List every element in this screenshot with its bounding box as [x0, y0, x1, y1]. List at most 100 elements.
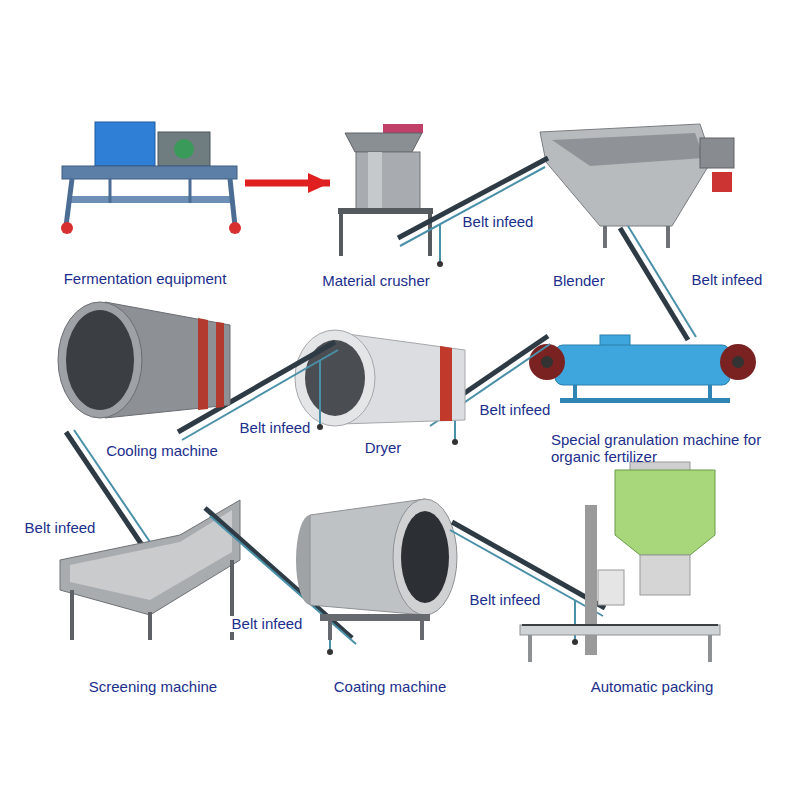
cooler-drum [66, 310, 134, 410]
turner-machine [229, 222, 241, 234]
belt-label: Belt infeed [468, 592, 543, 609]
packing-machine [708, 635, 712, 662]
granulator-machine [555, 345, 730, 385]
process-arrow [245, 180, 330, 187]
machine-caption: Dryer [365, 440, 402, 457]
belt-conveyor [437, 261, 443, 267]
turner-machine [109, 179, 112, 203]
granulator-machine [732, 356, 744, 368]
belt-conveyor [450, 530, 603, 616]
belt-label: Belt infeed [238, 420, 313, 437]
belt-conveyor [439, 224, 441, 262]
packing-machine [640, 555, 690, 595]
turner-machine [158, 132, 210, 166]
belt-conveyor [400, 167, 545, 246]
machine-caption: Material crusher [322, 273, 430, 290]
packing-machine [522, 624, 718, 626]
cooler-drum [198, 318, 208, 410]
turner-machine [230, 179, 235, 226]
belt-conveyor [428, 336, 550, 445]
turner-machine [66, 179, 72, 226]
coating-drum [393, 499, 457, 615]
granulator-machine [529, 335, 756, 403]
belt-conveyor [430, 344, 550, 426]
coating-drum [420, 621, 424, 640]
belt-conveyor [620, 226, 696, 340]
crusher-machine [368, 152, 382, 210]
screen-machine [60, 500, 240, 640]
machine-node: Dryer [288, 320, 473, 460]
cooler-drum [58, 302, 142, 418]
granulator-machine [529, 344, 565, 380]
machine-caption: Coating machine [334, 679, 447, 696]
granulator-machine [708, 385, 712, 399]
belt-conveyor [74, 430, 150, 542]
turner-machine [95, 122, 155, 166]
machine-node: Automatic packing [515, 465, 740, 696]
turner-machine [61, 122, 241, 234]
turner-machine [61, 222, 73, 234]
screen-machine [70, 590, 74, 640]
blender-machine [666, 226, 670, 248]
screen-machine [70, 510, 232, 600]
turner-machine [174, 139, 194, 159]
blender-machine [712, 172, 732, 192]
crusher-machine [339, 214, 343, 256]
granulator-machine [720, 344, 756, 380]
screen-machine [230, 560, 234, 640]
packing-machine [520, 625, 720, 635]
belt-conveyor [66, 430, 150, 545]
belt-conveyor [66, 432, 142, 545]
coating-drum [296, 499, 457, 640]
belt-label: Belt infeed [478, 402, 553, 419]
belt-conveyor [452, 439, 458, 445]
packing-machine [520, 462, 720, 662]
coating-drum [401, 511, 449, 603]
coating-drum [328, 621, 332, 640]
packing-machine [615, 470, 715, 555]
belt-conveyor [628, 226, 696, 337]
machine-node: Fermentation equipment [50, 110, 245, 295]
belt-conveyor [319, 360, 321, 425]
dryer-drum [440, 346, 452, 421]
machine-node: Screening machine [50, 495, 245, 696]
crusher-machine [345, 133, 422, 152]
packing-machine [528, 635, 532, 662]
machine-caption: Automatic packing [591, 679, 714, 696]
machine-node: Material crusher [330, 120, 445, 295]
machine-node: Special granulation machine for organic … [535, 325, 790, 470]
dryer-drum [295, 330, 465, 426]
belt-label: Belt infeed [690, 272, 765, 289]
machine-node: Blender [535, 115, 735, 295]
blender-machine [603, 226, 607, 248]
granulator-machine [560, 398, 730, 403]
cooler-drum [58, 302, 230, 418]
packing-machine [598, 570, 624, 605]
belt-label: Belt infeed [23, 520, 98, 537]
belt-conveyor [398, 158, 548, 267]
cooler-drum [216, 322, 224, 408]
machine-caption: Fermentation equipment [64, 271, 227, 288]
belt-label: Belt infeed [461, 214, 536, 231]
crusher-machine [338, 208, 433, 214]
turner-machine [70, 196, 232, 203]
crusher-machine [356, 152, 420, 210]
belt-conveyor [317, 424, 323, 430]
coating-drum [320, 614, 430, 621]
belt-conveyor [329, 621, 331, 650]
blender-machine [540, 124, 712, 226]
granulator-machine [541, 356, 553, 368]
machine-caption: Cooling machine [106, 443, 218, 460]
screen-machine [148, 612, 152, 640]
belt-conveyor [620, 228, 688, 340]
belt-conveyor [572, 639, 578, 645]
machine-caption: Blender [553, 273, 605, 290]
blender-machine [540, 124, 734, 248]
blender-machine [552, 133, 704, 166]
blender-machine [700, 138, 734, 168]
